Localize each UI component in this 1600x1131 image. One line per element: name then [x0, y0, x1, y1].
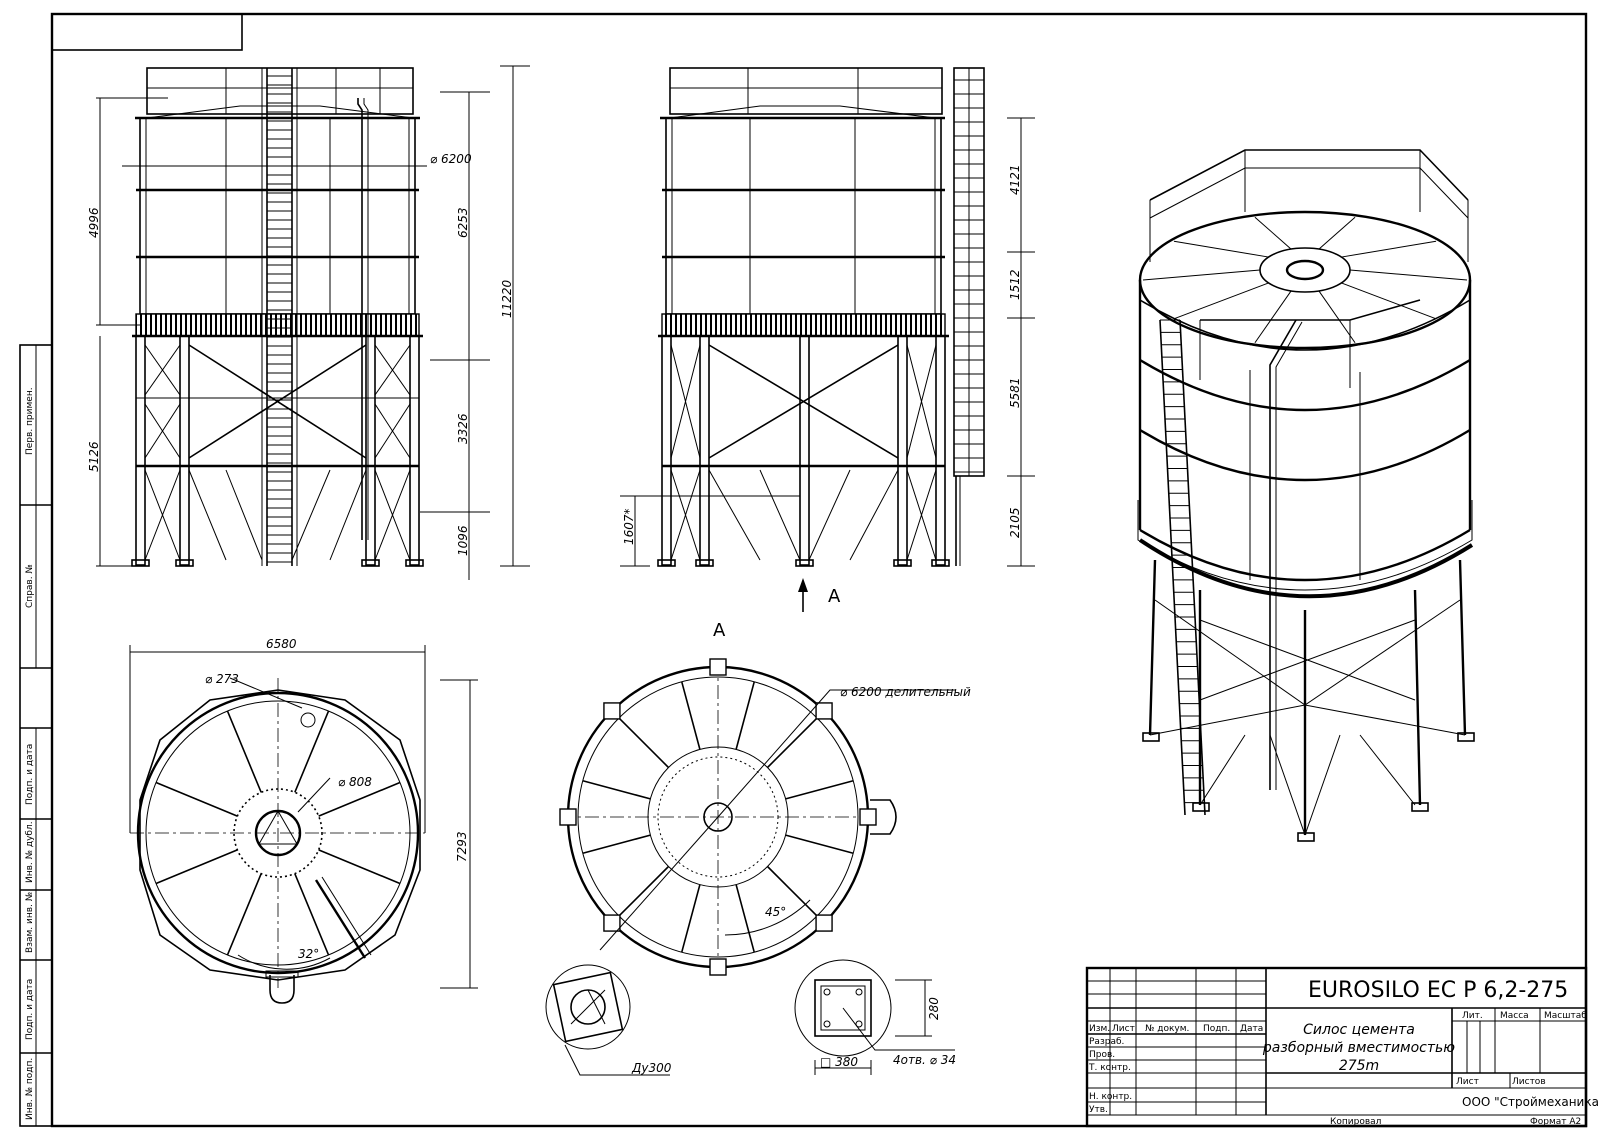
side-strip: Перв. примен. Справ. № Подп. и дата Инв.… [19, 344, 53, 1127]
plan-dim-273: ⌀ 273 [205, 672, 239, 686]
front-dim-1096: 1096 [456, 525, 470, 556]
side-label-dup-inv: Инв. № дубл. [25, 821, 35, 883]
detail-plate-dim-280: 280 [927, 997, 941, 1020]
row-checked: Пров. [1089, 1050, 1115, 1060]
plan-dim-6580: 6580 [266, 637, 297, 651]
front-dim-4996: 4996 [87, 207, 101, 238]
col-date: Дата [1240, 1024, 1263, 1034]
detail-plate-holes: 4отв. ⌀ 34 [893, 1053, 956, 1067]
support-lug [709, 658, 727, 676]
front-dim-3326: 3326 [456, 413, 470, 444]
col-sheet: Лист [1112, 1024, 1135, 1034]
view-arrow-label: A [828, 586, 841, 607]
product-name-line-2: разборный вместимостью [1262, 1040, 1455, 1056]
drawing-code: EUROSILO EC P 6,2-275 [1308, 978, 1568, 1003]
detail-plate: 280 □ 380 4отв. ⌀ 34 [794, 959, 956, 1075]
view-a-dim-diameter: ⌀ 6200 делительный [840, 685, 971, 699]
support-lug [603, 702, 621, 720]
sheet-label: Лист [1456, 1077, 1479, 1087]
side-label-sign-date-1: Подп. и дата [25, 744, 35, 805]
side-label-sign-date-2: Подп. и дата [25, 979, 35, 1040]
front-dim-11220: 11220 [500, 279, 514, 318]
view-a: A ⌀ 6200 делительный 45° [559, 620, 971, 976]
detail-plate-dim-380: □ 380 [820, 1055, 858, 1069]
side-label-ref-no: Справ. № [25, 564, 35, 608]
row-norm-control: Н. контр. [1089, 1092, 1132, 1102]
stamp-box-top [51, 13, 243, 51]
sheet-frame [50, 12, 1588, 1128]
front-dim-diameter: ⌀ 6200 [430, 152, 472, 166]
side-dim-1512: 1512 [1008, 269, 1022, 300]
col-doc-no: № докум. [1145, 1024, 1189, 1034]
support-lug [603, 914, 621, 932]
company-name: ООО "Строймеханика" [1462, 1095, 1600, 1109]
scale-label: Масштаб [1544, 1011, 1587, 1021]
sheets-label: Листов [1512, 1077, 1546, 1087]
side-label-first-use: Перв. примен. [25, 387, 35, 455]
col-signature: Подп. [1203, 1024, 1230, 1034]
side-view: 4121 1512 5581 2105 1607* A [620, 67, 1035, 612]
col-change: Изм. [1089, 1024, 1110, 1034]
row-developed: Разраб. [1089, 1037, 1124, 1047]
copied-label: Копировал [1330, 1117, 1381, 1127]
support-lug [559, 808, 577, 826]
plan-dim-808: ⌀ 808 [338, 775, 372, 789]
row-tech-control: Т. контр. [1088, 1063, 1131, 1073]
front-dim-6253: 6253 [456, 207, 470, 238]
side-dim-4121: 4121 [1008, 164, 1022, 195]
row-approved: Утв. [1089, 1105, 1108, 1115]
plan-dim-7293: 7293 [455, 831, 469, 862]
product-name-line-1: Силос цемента [1303, 1022, 1415, 1038]
mass-label: Масса [1500, 1011, 1529, 1021]
isometric-view [1137, 149, 1475, 842]
front-dim-5126: 5126 [87, 441, 101, 472]
support-lug [815, 914, 833, 932]
plan-dim-angle: 32° [298, 947, 319, 961]
detail-outlet-label: Ду300 [631, 1061, 672, 1075]
view-a-dim-angle: 45° [765, 905, 786, 919]
side-label-replace-inv: Взам. инв. № [25, 892, 35, 953]
side-dim-5581: 5581 [1008, 377, 1022, 408]
side-label-orig-inv: Инв. № подп. [25, 1058, 35, 1120]
front-view: ⌀ 6200 4996 6253 11220 5126 3326 1096 [87, 65, 530, 580]
support-lug [815, 702, 833, 720]
title-block: EUROSILO EC P 6,2-275 Силос цемента разб… [1085, 966, 1600, 1128]
support-lug [709, 958, 727, 976]
format-label: Формат A2 [1530, 1117, 1581, 1127]
side-dim-1607: 1607* [622, 508, 636, 545]
side-dim-2105: 2105 [1008, 507, 1022, 538]
support-lug [859, 808, 877, 826]
detail-outlet: Ду300 [545, 964, 672, 1076]
view-a-title: A [713, 620, 726, 641]
plan-view: 6580 ⌀ 273 ⌀ 808 7293 32° [129, 637, 478, 1004]
lit-label: Лит. [1462, 1011, 1483, 1021]
product-name-line-3: 275m [1339, 1058, 1379, 1074]
